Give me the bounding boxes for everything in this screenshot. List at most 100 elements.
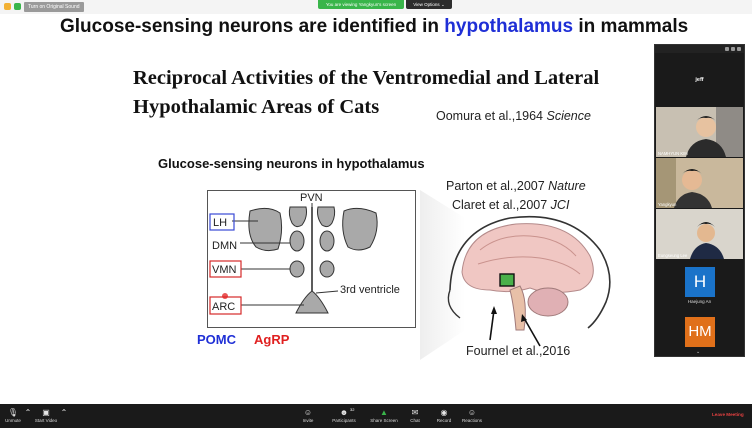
vmn-right [319,260,335,278]
chevron-up-icon: ⌃ [60,408,68,417]
audio-options-button[interactable]: ⌃ [24,404,32,428]
brainstem [509,285,526,331]
start-video-button[interactable]: ▣ Start Video [33,404,59,428]
citation-claret: Claret et al.,2007 JCI [452,198,569,212]
hypothalamus-diagram: LH DMN VMN ARC PVN 3rd ventricle [207,190,416,328]
video-feed [656,209,743,259]
panel-header [655,45,744,53]
share-screen-icon: ▲ [380,408,388,417]
brain-illustration [420,190,640,360]
citation-claret-author: Claret et al.,2007 [452,198,551,212]
participant-jeff[interactable]: jeff [695,77,704,83]
person-face [682,170,702,190]
leave-meeting-button[interactable]: Leave Meeting [712,412,744,417]
info-icon[interactable] [4,3,11,10]
arrow-right [523,317,541,347]
label-lh: LH [213,217,227,229]
record-icon: ◉ [440,408,448,417]
video-tile[interactable]: Eungseung Lee [656,209,743,259]
cerebellum [527,287,569,317]
chevron-up-icon: ⌃ [24,408,32,417]
gyri-line-2 [477,256,581,275]
arrow-left-head [491,306,497,314]
avatar-name: Haejung An [687,299,712,304]
slide-title-pre: Glucose-sensing neurons are identified i… [60,16,445,37]
unmute-button[interactable]: 🎙 Unmute [2,404,24,428]
legend-agrp: AgRP [254,332,290,347]
maximize-icon[interactable] [737,47,741,51]
person-face [697,224,715,242]
head-outline [449,215,611,329]
arc-shape [295,290,329,314]
ventricle-leader [315,290,339,294]
citation-parton: Parton et al.,2007 Nature [446,179,586,193]
slide-title: Glucose-sensing neurons are identified i… [60,16,688,38]
hypothalamus-svg: LH DMN VMN ARC PVN 3rd ventricle [209,192,400,315]
start-video-label: Start Video [34,418,58,423]
person-hair [697,222,715,227]
chevron-down-icon[interactable]: ⌄ [696,349,701,355]
minimize-icon[interactable] [725,47,729,51]
video-shelf [656,158,676,208]
reactions-label: Reactions [461,418,482,423]
shield-icon[interactable] [14,3,21,10]
tile-label: NAMHYUN KIM [658,151,688,156]
citation-fournel: Fournel et al.,2016 [466,344,571,358]
label-dmn: DMN [212,240,237,252]
lh-right-blob [342,207,378,251]
original-sound-button[interactable]: Turn on Original Sound [24,2,84,12]
citation-claret-journal: JCI [550,198,570,212]
share-screen-label: Share Screen [370,418,398,423]
avatar[interactable]: H [685,267,715,297]
citation-oomura: Oomura et al.,1964 Science [436,109,591,123]
vmn-left [289,260,305,278]
view-options-label: View Options [413,2,440,7]
tile-label: Eungseung Lee [658,253,688,258]
person-hair [696,116,716,121]
vmn-box [209,260,242,278]
layout-icon[interactable] [731,47,735,51]
arrow-right-head [521,314,527,322]
invite-button[interactable]: ☺ Invite [298,404,318,428]
label-third-ventricle: 3rd ventricle [340,284,400,296]
video-off-icon: ▣ [42,408,50,417]
dmn-right [319,230,335,252]
person-face [696,117,716,137]
chat-icon: ✉ [411,408,419,417]
lh-box [209,213,235,231]
record-button[interactable]: ◉ Record [434,404,454,428]
citation-parton-journal: Nature [548,179,586,193]
cerebrum [461,223,594,294]
participants-label: Participants [332,418,356,423]
chat-label: Chat [410,418,420,423]
citation-oomura-author: Oomura et al.,1964 [436,109,547,123]
person-body [674,192,712,208]
legend-pomc: POMC [197,332,236,347]
view-options-button[interactable]: View Options ⌄ [406,0,452,9]
top-status-icons [4,3,21,10]
lh-left-blob [248,207,283,252]
participants-icon: ☻ [339,408,349,417]
video-feed [656,158,743,208]
unmute-label: Unmute [5,418,21,423]
video-tile[interactable]: NAMHYUN KIM [656,107,743,157]
slide-title-post: in mammals [573,16,689,37]
gyri-line [479,235,577,257]
brain-svg [420,190,611,360]
participants-button[interactable]: ☻ Participants [330,404,358,428]
face-outline [447,289,461,319]
chat-button[interactable]: ✉ Chat [406,404,424,428]
video-options-button[interactable]: ⌃ [60,404,68,428]
invite-label: Invite [302,418,314,423]
subheading: Glucose-sensing neurons in hypothalamus [158,156,425,171]
reactions-button[interactable]: ☺ Reactions [460,404,484,428]
video-tile[interactable]: Yangkyun [656,158,743,208]
citation-parton-author: Parton et al.,2007 [446,179,549,193]
reactions-icon: ☺ [467,408,477,417]
citation-oomura-journal: Science [546,109,591,123]
avatar[interactable]: HM [685,317,715,347]
invite-icon: ☺ [303,408,313,417]
dmn-left [289,230,305,252]
share-screen-button[interactable]: ▲ Share Screen [370,404,398,428]
